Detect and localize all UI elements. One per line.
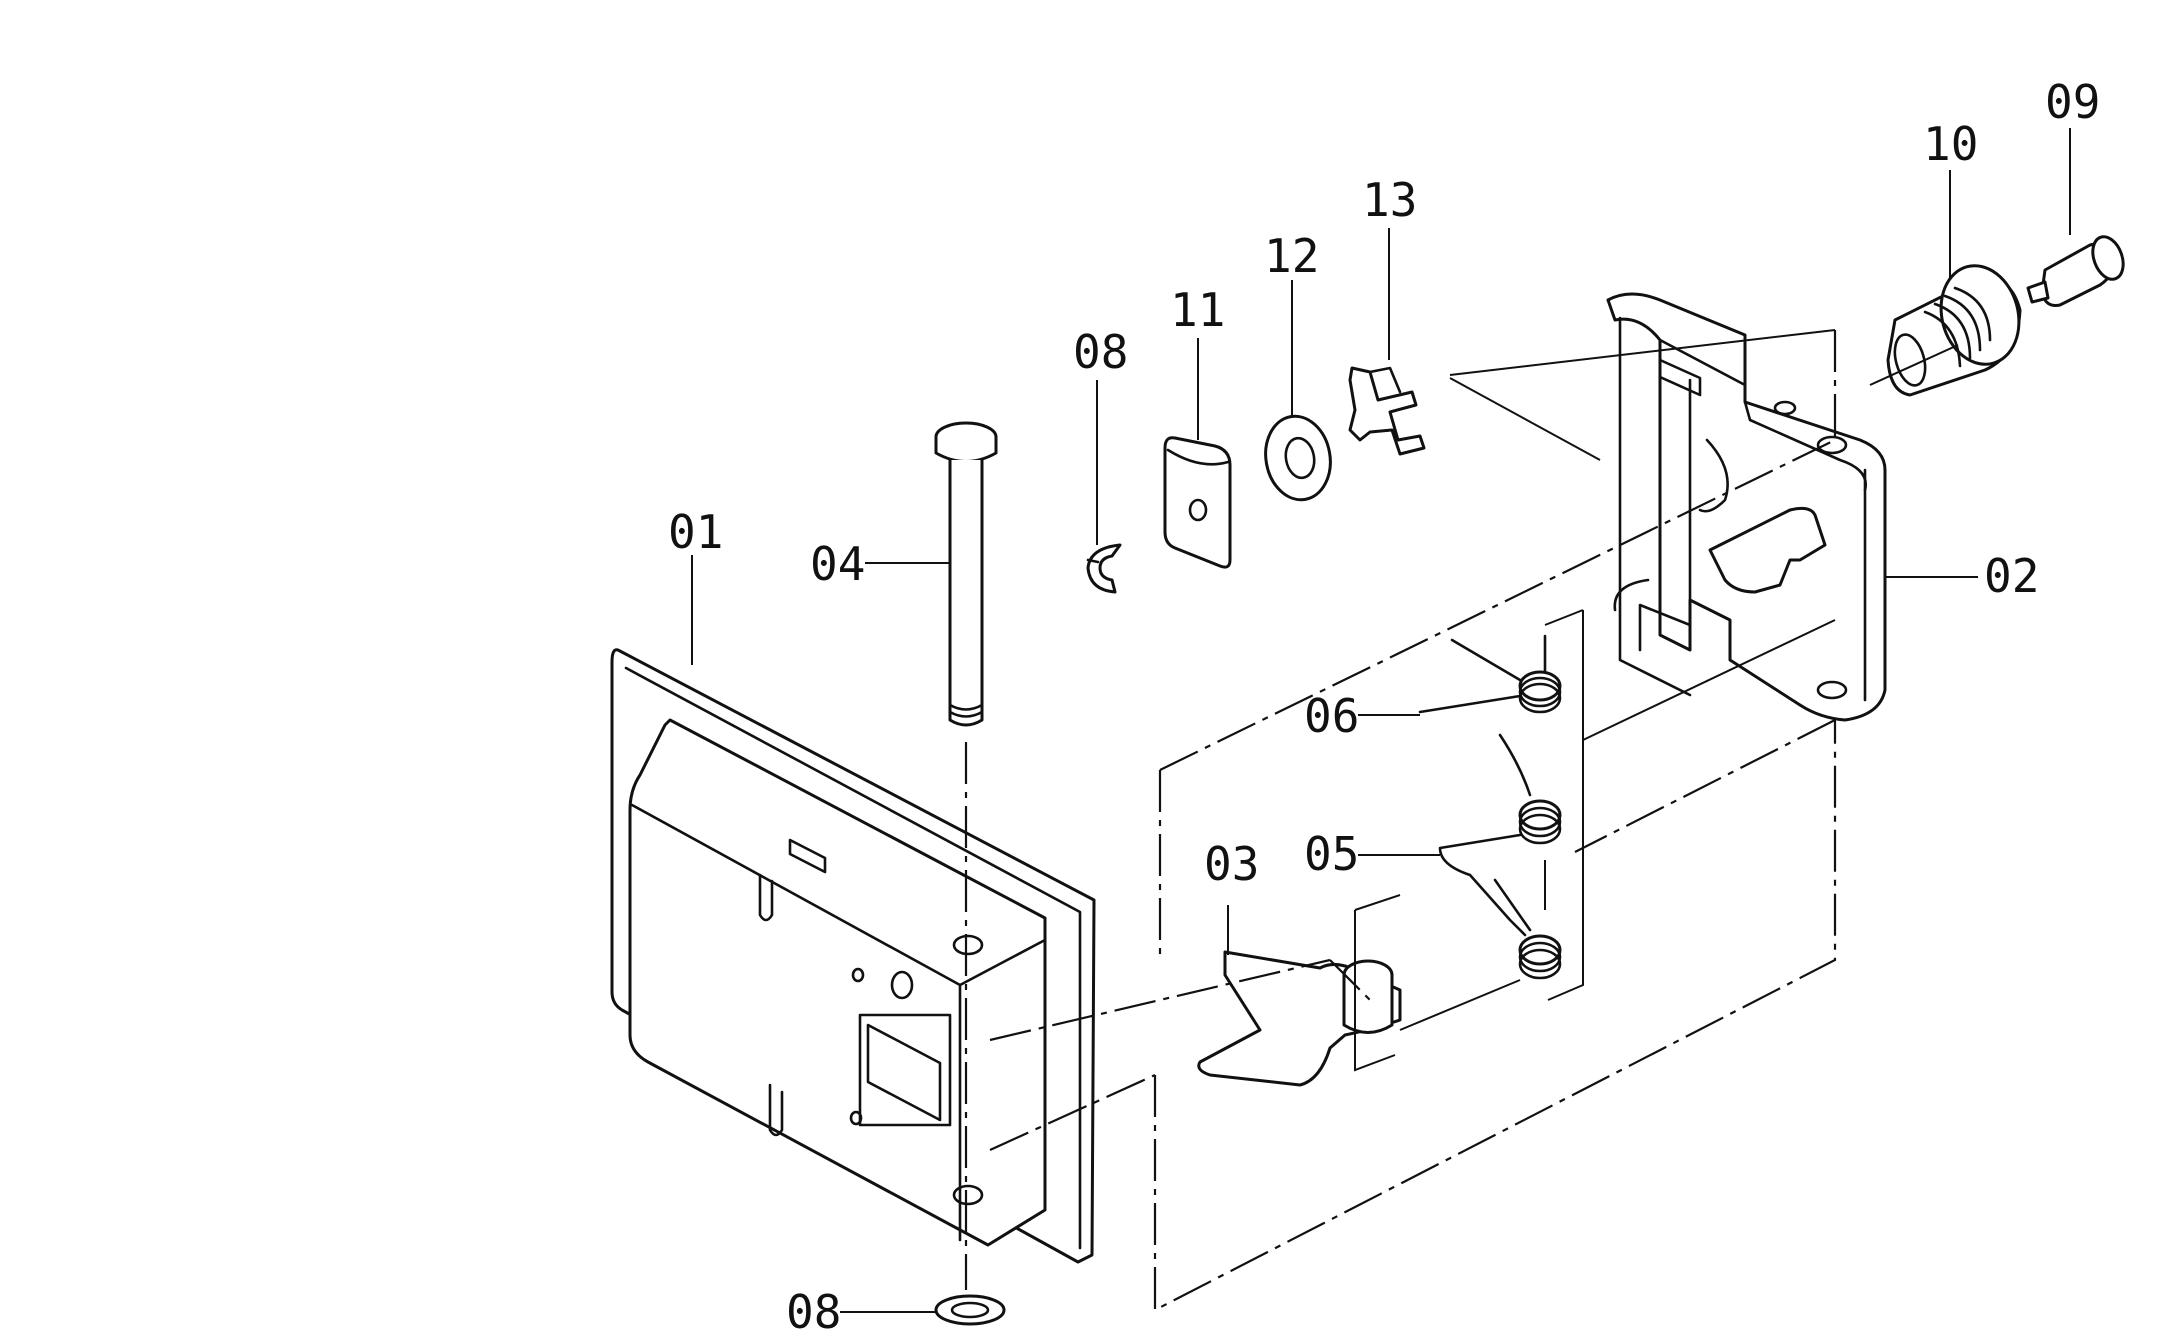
part-02-bracket xyxy=(1606,292,1887,722)
callout-02: 02 xyxy=(1984,549,2039,603)
part-12-washer xyxy=(1264,414,1332,502)
callout-10: 10 xyxy=(1923,117,1978,171)
callout-03: 03 xyxy=(1204,837,1259,891)
part-11-nut-plate xyxy=(1163,436,1232,569)
callout-08-upper: 08 xyxy=(1073,325,1128,379)
assembly-lines xyxy=(964,329,1959,1312)
leader-lines xyxy=(691,128,2071,1313)
callout-labels: 01 02 03 04 05 06 08 08 09 10 11 12 13 xyxy=(668,75,2100,1339)
part-06-spring-upper xyxy=(1418,634,1562,714)
callout-13: 13 xyxy=(1362,173,1417,227)
callout-04: 04 xyxy=(810,537,865,591)
callout-06: 06 xyxy=(1304,689,1359,743)
part-08-e-ring-upper xyxy=(1086,543,1122,594)
callout-08-lower: 08 xyxy=(786,1285,841,1339)
part-09-screw xyxy=(2026,235,2125,307)
callout-09: 09 xyxy=(2045,75,2100,129)
part-05-spring-double xyxy=(1438,733,1562,980)
callout-01: 01 xyxy=(668,505,723,559)
callout-05: 05 xyxy=(1304,827,1359,881)
part-01-housing xyxy=(610,648,1096,1264)
part-08-e-ring-lower xyxy=(934,1294,1006,1326)
callout-12: 12 xyxy=(1264,229,1319,283)
callout-11: 11 xyxy=(1170,283,1225,337)
part-10-bushing xyxy=(1886,264,2022,397)
part-13-clip xyxy=(1348,366,1426,456)
part-04-pin xyxy=(934,421,998,727)
